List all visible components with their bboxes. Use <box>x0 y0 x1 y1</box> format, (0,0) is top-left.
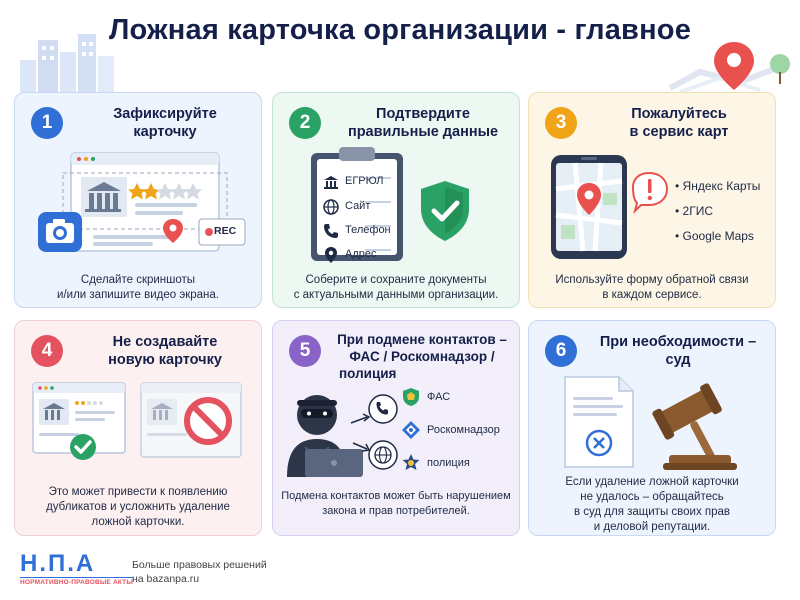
agency-roskomnadzor: Роскомнадзор <box>427 424 500 436</box>
shield-check-icon <box>421 181 469 241</box>
checklist-item-site: Сайт <box>345 200 371 212</box>
card-1-heading: Зафиксируйте карточку <box>113 106 217 140</box>
fas-emblem-icon <box>403 388 419 406</box>
city-skyline-illustration <box>20 34 114 92</box>
page-title: Ложная карточка организации - главное <box>108 14 692 46</box>
service-item-google-maps: • Google Maps <box>675 229 754 243</box>
agency-fas: ФАС <box>427 391 451 403</box>
location-pin-icon <box>325 247 337 263</box>
step-number-5: 5 <box>289 335 321 367</box>
card-5-description: Подмена контактов может быть нарушением … <box>281 490 511 517</box>
step-number-4: 4 <box>31 335 63 367</box>
card-4-description: Это может привести к появлению дубликато… <box>46 486 230 528</box>
globe-icon <box>323 199 339 215</box>
logo-subtitle: НОРМАТИВНО-ПРАВОВЫЕ АКТЫ <box>20 577 133 586</box>
card-complain-map-service: 3 Пожалуйтесь в сервис карт • Яндекс Кар… <box>528 92 776 308</box>
agency-police: полиция <box>427 457 470 469</box>
card-go-to-court: 6 При необходимости – суд Если удаление … <box>528 320 776 536</box>
checklist-item-egrul: ЕГРЮЛ <box>345 175 384 187</box>
step-number-6: 6 <box>545 335 577 367</box>
card-3-description: Используйте форму обратной связи в каждо… <box>555 274 749 301</box>
service-item-2gis: • 2ГИС <box>675 204 714 218</box>
hacker-illustration <box>287 394 398 477</box>
map-pin-illustration <box>668 42 790 94</box>
card-2-description: Соберите и сохраните документы с актуаль… <box>293 274 499 301</box>
card-4-heading: Не создавайте новую карточку <box>108 334 222 368</box>
card-5-heading: При подмене контактов – ФАС / Роскомнадз… <box>337 332 507 381</box>
camera-icon <box>38 212 82 252</box>
checklist-item-address: Адрес <box>345 248 377 260</box>
phone-map-illustration <box>551 155 669 259</box>
card-dont-create-new: 4 Не создавайте новую карточку Это может… <box>14 320 262 536</box>
rec-label: REC <box>214 225 237 237</box>
card-3-heading: Пожалуйтесь в сервис карт <box>629 106 729 140</box>
roskomnadzor-icon <box>402 421 420 439</box>
step-number-3: 3 <box>545 107 577 139</box>
listing-screenshot-illustration <box>62 152 246 252</box>
card-2-heading: Подтвердите правильные данные <box>347 106 499 140</box>
step-number-1: 1 <box>31 107 63 139</box>
step-number-2: 2 <box>289 107 321 139</box>
card-6-description: Если удаление ложной карточки не удалось… <box>565 476 739 533</box>
checklist-item-phone: Телефон <box>345 224 391 236</box>
card-1-description: Сделайте скриншоты и/или запишите видео … <box>57 274 219 301</box>
footer-promo: Больше правовых решений на bazanpa.ru <box>132 559 267 585</box>
logo-mark: Н.П.А <box>20 550 96 577</box>
phone-icon <box>324 224 338 238</box>
card-6-heading: При необходимости – суд <box>599 334 757 368</box>
npa-logo[interactable]: Н.П.А НОРМАТИВНО-ПРАВОВЫЕ АКТЫ <box>20 552 133 586</box>
court-gavel-illustration <box>564 376 737 470</box>
footer-site-link[interactable]: на bazanpa.ru <box>132 573 200 585</box>
service-item-yandex-maps: • Яндекс Карты <box>675 179 761 193</box>
card-contacts-substitution: 5 При подмене контактов – ФАС / Роскомна… <box>272 320 520 536</box>
duplicate-listings-illustration <box>32 382 242 460</box>
police-badge-icon <box>402 454 420 470</box>
registry-icon <box>324 176 338 189</box>
card-record-listing: 1 Зафиксируйте карточку REC Сдел <box>14 92 262 308</box>
card-confirm-data: 2 Подтвердите правильные данные ЕГРЮЛ Са… <box>272 92 520 308</box>
